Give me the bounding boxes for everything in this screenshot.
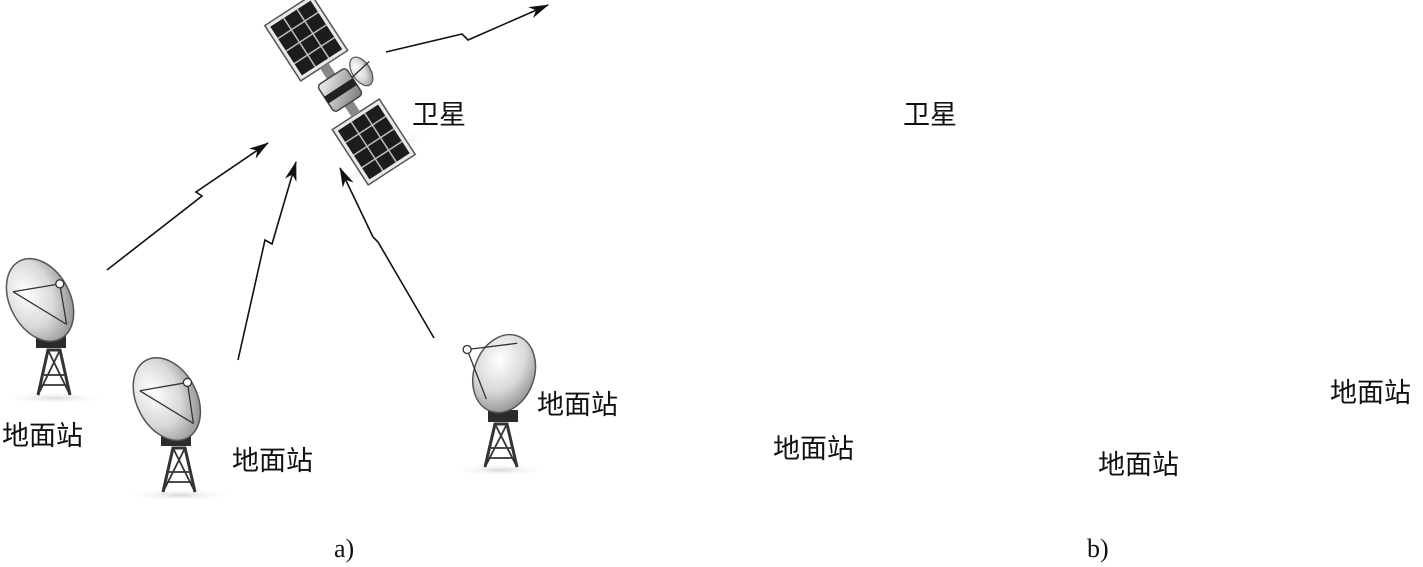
- caption-b: b): [1087, 536, 1109, 562]
- ground-station-label-a1: 地面站: [2, 423, 83, 450]
- satellite-label-a: 卫星: [412, 102, 466, 129]
- uplink-a2: [238, 162, 296, 360]
- ground-station-label-b3: 地面站: [1330, 380, 1411, 407]
- antenna-a3-icon: [446, 320, 550, 476]
- uplink-a1: [107, 143, 268, 270]
- ground-station-label-a3: 地面站: [537, 392, 618, 419]
- ground-station-label-b2: 地面站: [1098, 452, 1179, 479]
- ground-station-label-a2: 地面站: [232, 448, 313, 475]
- caption-a: a): [334, 536, 354, 562]
- satellite-label-b: 卫星: [903, 102, 957, 129]
- antenna-a1-icon: [0, 247, 110, 404]
- downlink-out-a: [386, 5, 548, 52]
- ground-station-label-b1: 地面站: [773, 436, 854, 463]
- uplink-a3: [340, 168, 434, 338]
- antenna-a2-icon: [120, 346, 235, 501]
